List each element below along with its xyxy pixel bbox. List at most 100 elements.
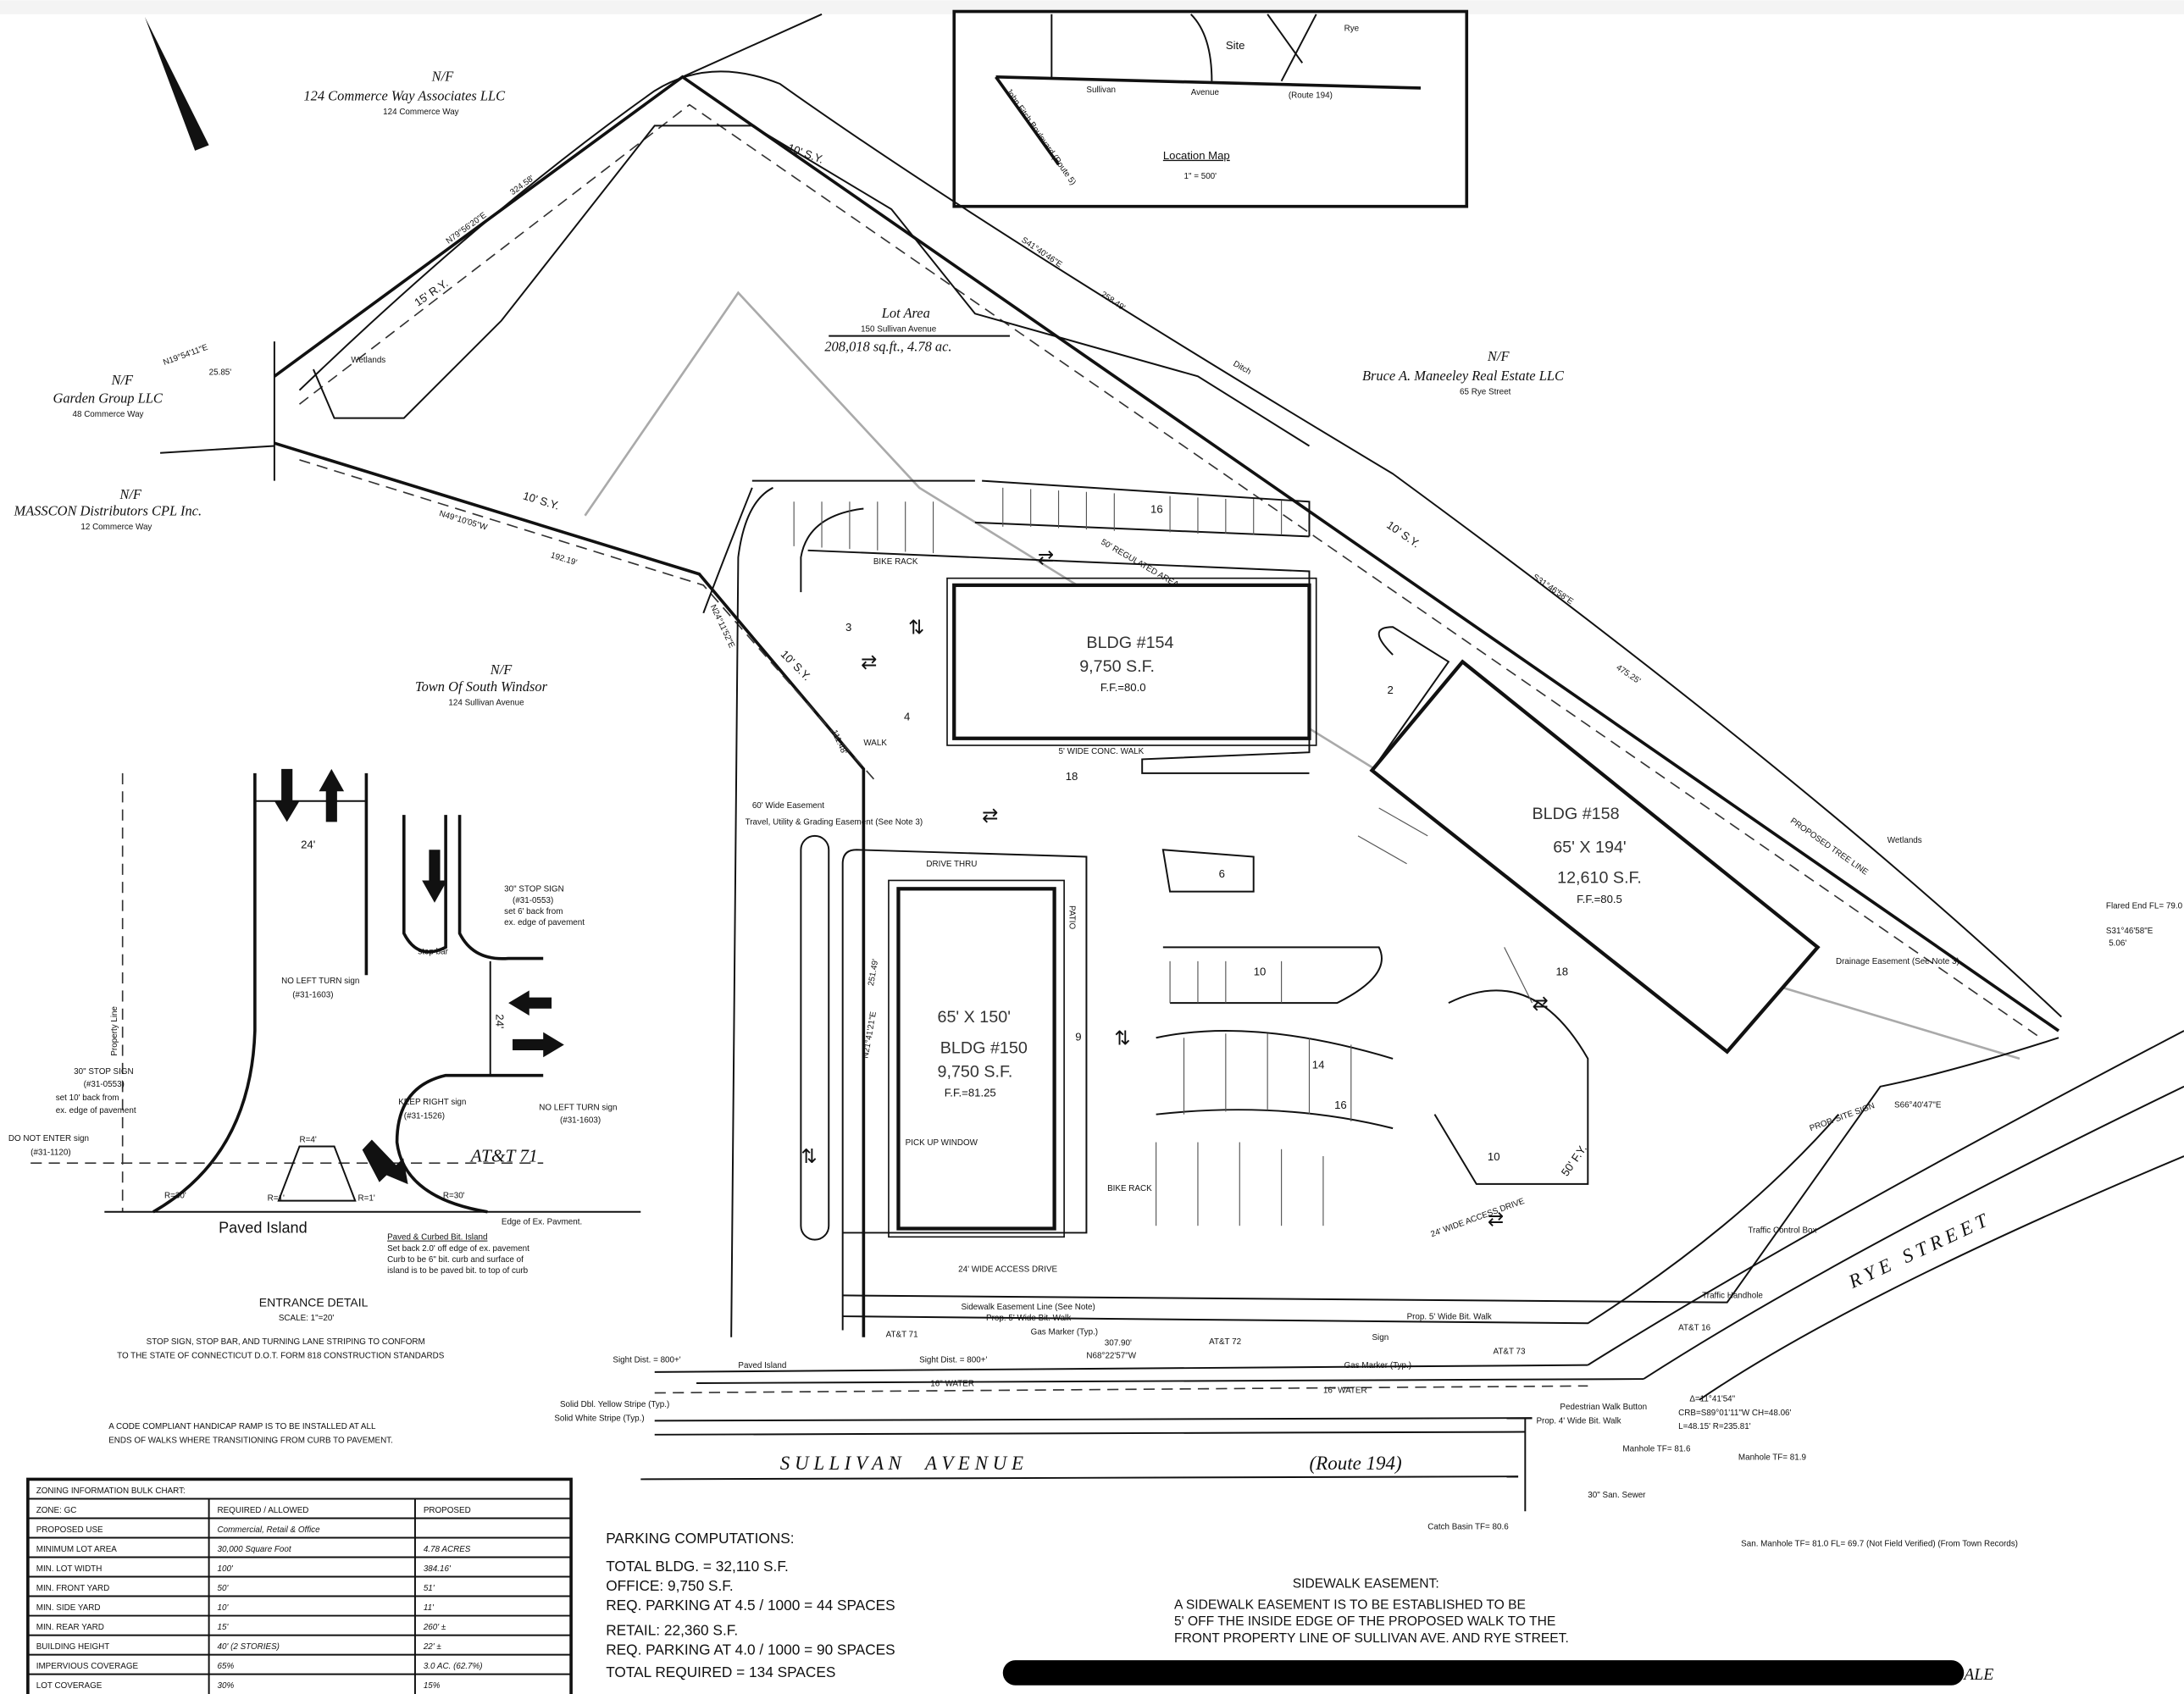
zoning-cell: 30% — [217, 1681, 234, 1691]
setback-fy: 50' F.Y. — [1559, 1143, 1589, 1179]
radius-30a: R=30' — [164, 1191, 186, 1200]
owner-maneeley-addr: 65 Rye Street — [1460, 388, 1511, 397]
parking-lot — [730, 479, 2059, 1337]
owner-garden-nf: N/F — [111, 372, 135, 388]
location-map-route: (Route 194) — [1289, 91, 1333, 100]
island-note-3: island is to be paved bit. to top of cur… — [387, 1266, 529, 1276]
att71-label: AT&T 71 — [886, 1331, 918, 1340]
setback-sy-4: 10' S.Y. — [1384, 518, 1422, 550]
building-150-name: BLDG #150 — [940, 1038, 1028, 1057]
keep-right-no: (#31-1526) — [404, 1112, 445, 1121]
sidewalk-easement-line: A SIDEWALK EASEMENT IS TO BE ESTABLISHED… — [1174, 1597, 1526, 1612]
ped-button-label: Pedestrian Walk Button — [1560, 1403, 1647, 1412]
street-frontage: Sidewalk Easement Line (See Note) Prop. … — [554, 1030, 2184, 1548]
stop-sign-2: 30" STOP SIGN — [74, 1067, 134, 1077]
entrance-dim-24: 24' — [301, 839, 315, 851]
gas-marker-label: Gas Marker (Typ.) — [1031, 1327, 1098, 1337]
zoning-cell: Commercial, Retail & Office — [217, 1525, 320, 1535]
edge-pavement-label: Edge of Ex. Pavment. — [502, 1218, 582, 1227]
stall-count: 10 — [1254, 965, 1267, 977]
easement-60-label: 60' Wide Easement — [752, 801, 824, 811]
owner-masscon-addr: 12 Commerce Way — [80, 523, 152, 532]
bike-rack-label: BIKE RACK — [873, 557, 918, 567]
manhole-label: Manhole TF= 81.6 — [1622, 1445, 1691, 1454]
zoning-cell: BUILDING HEIGHT — [36, 1642, 110, 1652]
top-strip — [0, 0, 2184, 14]
manhole-label-2: Manhole TF= 81.9 — [1738, 1453, 1807, 1462]
arrow-right-icon — [513, 1032, 564, 1058]
bearing-8: N68°22'57"W — [1086, 1351, 1136, 1360]
catch-basin-label: Catch Basin TF= 80.6 — [1427, 1523, 1509, 1532]
location-map: Site Sullivan Avenue (Route 194) Rye Joh… — [952, 9, 1469, 208]
pickup-window-label: PICK UP WINDOW — [906, 1138, 978, 1148]
bearing-1: N79°56'20"E — [445, 210, 489, 246]
bearing-3-dist: 25.85' — [209, 368, 232, 378]
property-line-label: Property Line — [110, 1005, 119, 1055]
stall-count: 16 — [1150, 502, 1163, 515]
zoning-title: ZONING INFORMATION BULK CHART: — [36, 1486, 186, 1496]
zoning-cell: MIN. FRONT YARD — [36, 1584, 110, 1593]
lot-area-addr: 150 Sullivan Avenue — [861, 325, 937, 335]
traffic-handhole-label: Traffic Handhole — [1702, 1292, 1763, 1301]
stop-sign-1: 30" STOP SIGN — [504, 885, 564, 894]
owner-masscon-name: MASSCON Distributors CPL Inc. — [13, 503, 202, 519]
no-left-turn-1-no: (#31-1603) — [292, 991, 333, 1000]
island-note-1: Set back 2.0' off edge of ex. pavement — [387, 1244, 529, 1254]
radius-1a: R=1' — [268, 1194, 285, 1204]
water-label: 16" WATER — [930, 1379, 974, 1388]
zoning-cell: 50' — [217, 1584, 229, 1593]
parking-line: REQ. PARKING AT 4.5 / 1000 = 44 SPACES — [606, 1597, 895, 1614]
owner-masscon-nf: N/F — [119, 486, 142, 502]
two-way-arrow-icon: ⇄ — [982, 804, 998, 826]
entrance-note-2: TO THE STATE OF CONNECTICUT D.O.T. FORM … — [117, 1351, 445, 1360]
arrow-left-icon — [508, 990, 552, 1016]
building-150-dims: 65' X 150' — [938, 1008, 1011, 1027]
redaction-bar — [1002, 1660, 1965, 1686]
radius-30b: R=30' — [443, 1191, 465, 1200]
owner-commerce-way-addr: 124 Commerce Way — [383, 108, 459, 117]
arrow-down-icon — [422, 850, 447, 903]
building-158-area: 12,610 S.F. — [1557, 869, 1642, 888]
wetlands-label-2: Wetlands — [1887, 836, 1922, 845]
stop-sign-2-a: set 10' back from — [56, 1093, 119, 1103]
owner-commerce-way-name: 124 Commerce Way Associates LLC — [303, 88, 506, 104]
zoning-cell: 11' — [424, 1603, 435, 1613]
two-way-arrow-icon: ⇄ — [861, 651, 877, 673]
keep-right-label: KEEP RIGHT sign — [398, 1098, 466, 1107]
parking-line: OFFICE: 9,750 S.F. — [606, 1577, 734, 1594]
zoning-header: ZONE: GC — [36, 1506, 77, 1515]
parking-title: PARKING COMPUTATIONS: — [606, 1530, 794, 1547]
zoning-cell: MIN. SIDE YARD — [36, 1603, 101, 1613]
parking-line: RETAIL: 22,360 S.F. — [606, 1622, 738, 1639]
zoning-cell: MIN. REAR YARD — [36, 1623, 104, 1632]
bike-rack-label-2: BIKE RACK — [1107, 1184, 1152, 1193]
att72-label: AT&T 72 — [1209, 1337, 1241, 1347]
paved-island-label: Paved Island — [738, 1361, 786, 1370]
building-154: BLDG #154 9,750 S.F. F.F.=80.0 — [946, 577, 1317, 746]
parking-line: REQ. PARKING AT 4.0 / 1000 = 90 SPACES — [606, 1641, 895, 1658]
radius-1b: R=1' — [358, 1194, 375, 1204]
stop-sign-1-no: (#31-0553) — [513, 896, 553, 905]
zoning-cell: 100' — [217, 1564, 233, 1574]
building-158-ff: F.F.=80.5 — [1577, 893, 1622, 905]
arrow-up-icon — [362, 1139, 408, 1185]
sight-distance-label: Sight Dist. = 800+' — [919, 1355, 987, 1365]
prop-site-sign-label: PROP. SITE SIGN — [1809, 1101, 1876, 1133]
entrance-note-1: STOP SIGN, STOP BAR, AND TURNING LANE ST… — [147, 1337, 425, 1347]
radius-4: R=4' — [299, 1136, 316, 1145]
zoning-cell: 260' ± — [423, 1623, 446, 1632]
two-way-arrow-icon: ⇅ — [801, 1145, 817, 1167]
owner-south-windsor-nf: N/F — [490, 662, 513, 678]
building-154-ff: F.F.=80.0 — [1100, 681, 1146, 694]
parking-line: TOTAL REQUIRED = 134 SPACES — [606, 1664, 835, 1680]
prop-4walk-label: Prop. 4' Wide Bit. Walk — [1536, 1417, 1621, 1426]
stop-sign-2-no: (#31-0553) — [84, 1080, 125, 1089]
sight-distance-label-2: Sight Dist. = 800+' — [613, 1355, 680, 1365]
building-150-ff: F.F.=81.25 — [945, 1086, 996, 1099]
setback-sy-2: 10' S.Y. — [522, 489, 561, 512]
zoning-cell: IMPERVIOUS COVERAGE — [36, 1662, 139, 1671]
prop-walk-label-2: Prop. 5' Wide Bit. Walk — [1407, 1312, 1492, 1321]
san-manhole-label: San. Manhole TF= 81.0 FL= 69.7 (Not Fiel… — [1741, 1539, 2018, 1548]
zoning-cell: PROPOSED USE — [36, 1525, 103, 1535]
parking-line: TOTAL BLDG. = 32,110 S.F. — [606, 1558, 789, 1575]
